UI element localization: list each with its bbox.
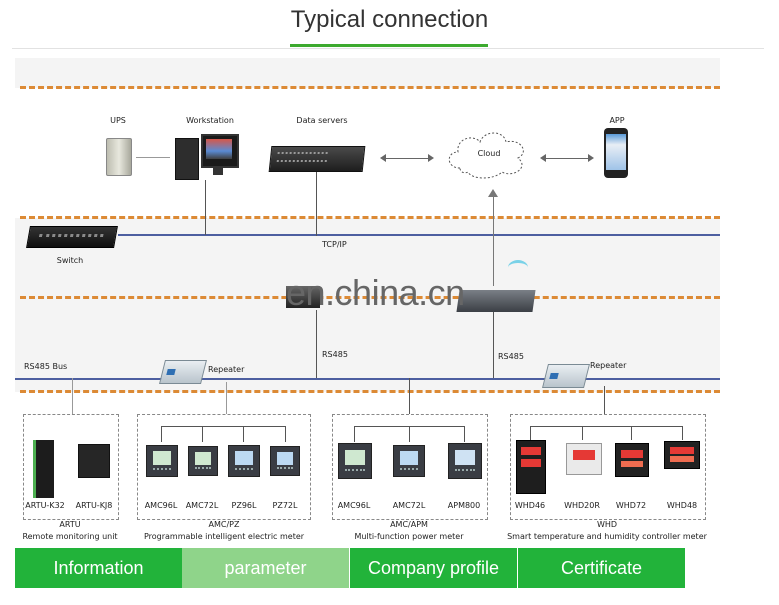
whd-tick-2 <box>582 426 583 440</box>
amcpz-bracket <box>161 426 285 427</box>
whd72-icon <box>615 443 649 477</box>
amcpz-tick-1 <box>161 426 162 442</box>
artu-drop <box>72 378 73 418</box>
amcapm-device-label-3: APM800 <box>447 501 481 510</box>
ups-label: UPS <box>110 116 126 125</box>
workstation-icon <box>175 132 239 180</box>
repeater-left-label: Repeater <box>208 365 245 374</box>
amcpz-tick-4 <box>285 426 286 442</box>
cloud-app-arrow <box>540 154 594 162</box>
rs485-label-right: RS485 <box>498 352 524 361</box>
switch-label: Switch <box>56 256 84 265</box>
amcapm-tick-3 <box>464 426 465 442</box>
whd-tick-1 <box>530 426 531 440</box>
gateway-cloud-arrowhead <box>488 189 498 197</box>
amcapm-tick-1 <box>354 426 355 442</box>
amcpz-drop <box>226 382 227 418</box>
rs485-bus <box>15 378 720 380</box>
tcpip-bus <box>118 234 720 236</box>
divider-dashed-1 <box>20 86 720 89</box>
watermark-text: en.china.cn <box>286 272 465 313</box>
amcapm-drop <box>409 378 410 418</box>
divider-dashed-4 <box>20 390 720 393</box>
server-cloud-arrow <box>380 154 434 162</box>
amcpz-tick-3 <box>243 426 244 442</box>
artu-k32-icon <box>33 440 54 498</box>
whd48-icon <box>664 441 700 469</box>
rs485-drop-right <box>493 312 494 380</box>
gateway-cloud-arrow <box>493 196 494 286</box>
whd-tick-4 <box>682 426 683 440</box>
whd-tick-3 <box>631 426 632 440</box>
amcapm-tick-2 <box>409 426 410 442</box>
whd-device-label-4: WHD48 <box>666 501 698 510</box>
whd-drop <box>604 386 605 418</box>
tab-certificate[interactable]: Certificate <box>518 548 685 588</box>
meter-amc72l-icon <box>188 446 218 476</box>
repeater-right-icon <box>542 364 590 388</box>
amcapm-name: AMC/APM <box>390 520 428 529</box>
whd-desc: Smart temperature and humidity controlle… <box>507 532 707 541</box>
whd-device-label-3: WHD72 <box>615 501 647 510</box>
artu-device-label-2: ARTU-KJ8 <box>75 501 113 510</box>
rs485-bus-label: RS485 Bus <box>24 362 68 371</box>
meter-amc96l-2-icon <box>338 443 372 479</box>
gateway-left-icon <box>286 286 320 308</box>
amcpz-device-label-3: PZ96L <box>231 501 257 510</box>
amcapm-device-label-2: AMC72L <box>392 501 426 510</box>
server-icon <box>268 146 366 172</box>
server-drop <box>316 172 317 236</box>
amcpz-name: AMC/PZ <box>208 520 240 529</box>
page-title: Typical connection <box>290 6 489 33</box>
ups-icon <box>106 138 132 176</box>
divider-dashed-3 <box>20 296 720 299</box>
workstation-drop <box>205 180 206 235</box>
phone-icon <box>604 128 628 178</box>
tab-information[interactable]: Information <box>15 548 182 588</box>
divider-dashed-2 <box>20 216 720 219</box>
tcpip-label: TCP/IP <box>322 240 347 249</box>
artu-desc: Remote monitoring unit <box>22 532 118 541</box>
amcpz-device-label-4: PZ72L <box>272 501 298 510</box>
meter-amc72l-2-icon <box>393 445 425 477</box>
whd-name: WHD <box>596 520 618 529</box>
whd-bracket <box>530 426 682 427</box>
title-underline <box>290 44 488 47</box>
whd-device-label-1: WHD46 <box>514 501 546 510</box>
amcapm-desc: Multi-function power meter <box>354 532 464 541</box>
whd46-icon <box>516 440 546 494</box>
ups-link <box>136 157 170 158</box>
meter-pz96l-icon <box>228 445 260 477</box>
amcapm-device-label-1: AMC96L <box>337 501 371 510</box>
meter-amc96l-icon <box>146 445 178 477</box>
amcpz-device-label-2: AMC72L <box>185 501 219 510</box>
repeater-right-label: Repeater <box>590 361 627 370</box>
amcpz-device-label-1: AMC96L <box>144 501 178 510</box>
wifi-icon <box>508 260 528 275</box>
rs485-label-left: RS485 <box>322 350 348 359</box>
artu-device-label-1: ARTU-K32 <box>25 501 65 510</box>
switch-icon <box>26 226 118 248</box>
data-servers-label: Data servers <box>296 116 348 125</box>
title-divider <box>12 48 764 49</box>
amcpz-desc: Programmable intelligent electric meter <box>143 532 305 541</box>
repeater-left-icon <box>159 360 207 384</box>
diagram-band-top <box>15 88 720 218</box>
rs485-drop-left <box>316 310 317 380</box>
gateway-right-icon <box>456 290 536 312</box>
whd20r-icon <box>566 443 602 475</box>
tab-company-profile[interactable]: Company profile <box>350 548 517 588</box>
meter-pz72l-icon <box>270 446 300 476</box>
whd-device-label-2: WHD20R <box>564 501 600 510</box>
workstation-label: Workstation <box>186 116 234 125</box>
artu-kj8-icon <box>78 444 110 478</box>
tab-parameter[interactable]: parameter <box>182 548 349 588</box>
artu-name: ARTU <box>59 520 81 529</box>
meter-apm800-icon <box>448 443 482 479</box>
app-label: APP <box>609 116 625 125</box>
cloud-icon <box>442 124 534 182</box>
cloud-label: Cloud <box>477 149 501 158</box>
amcpz-tick-2 <box>202 426 203 442</box>
